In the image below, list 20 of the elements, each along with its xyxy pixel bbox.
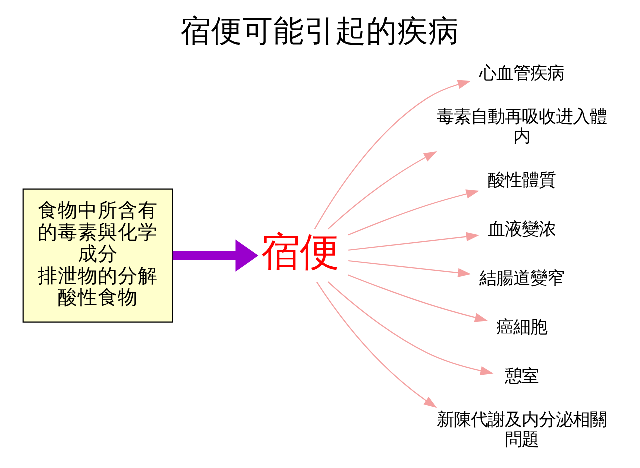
arrow: [328, 282, 494, 376]
node-text: 血液變浓: [488, 220, 556, 240]
node-text: 毒素自動再吸收进入體内: [436, 108, 607, 148]
node-text: 酸性體質: [488, 170, 556, 191]
arrow: [348, 190, 480, 236]
node-text: 新陳代謝及内分泌相關問題: [436, 410, 607, 450]
arrow: [314, 80, 472, 230]
diagram-title: 宿便可能引起的疾病: [180, 14, 460, 50]
node-text: 宿便: [260, 230, 339, 276]
node-box: 食物中所含有的毒素與化学成分 排泄物的分解 酸性食物: [22, 188, 174, 323]
arrow: [348, 274, 488, 322]
node-text: 憩室: [504, 367, 539, 388]
arrow: [172, 240, 259, 272]
arrow: [348, 232, 480, 251]
node-text: 心血管疾病: [479, 64, 564, 84]
arrow: [348, 260, 472, 278]
arrow: [328, 152, 438, 230]
node-text: 結腸道變窄: [479, 268, 564, 289]
node-text: 癌細胞: [496, 318, 548, 338]
arrow: [316, 282, 438, 408]
